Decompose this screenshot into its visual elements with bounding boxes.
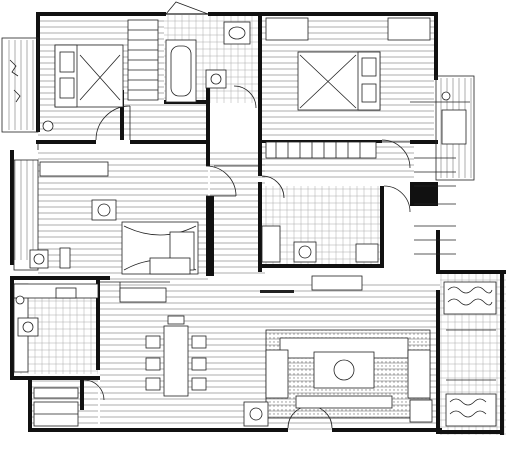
study-room: [39, 161, 199, 275]
bathroom-middle: [261, 225, 379, 263]
living-sofa-set: [243, 329, 433, 427]
partitions: [1, 13, 475, 300]
bed-top-left: [42, 19, 159, 132]
dining-table: [145, 315, 207, 397]
kitchen: [13, 275, 363, 373]
balcony-left: [9, 59, 49, 269]
bathroom-top: [165, 21, 251, 103]
bed-master: [265, 17, 467, 159]
callouts: [410, 101, 470, 255]
entrance: [33, 387, 79, 427]
balcony-right: [443, 281, 497, 427]
